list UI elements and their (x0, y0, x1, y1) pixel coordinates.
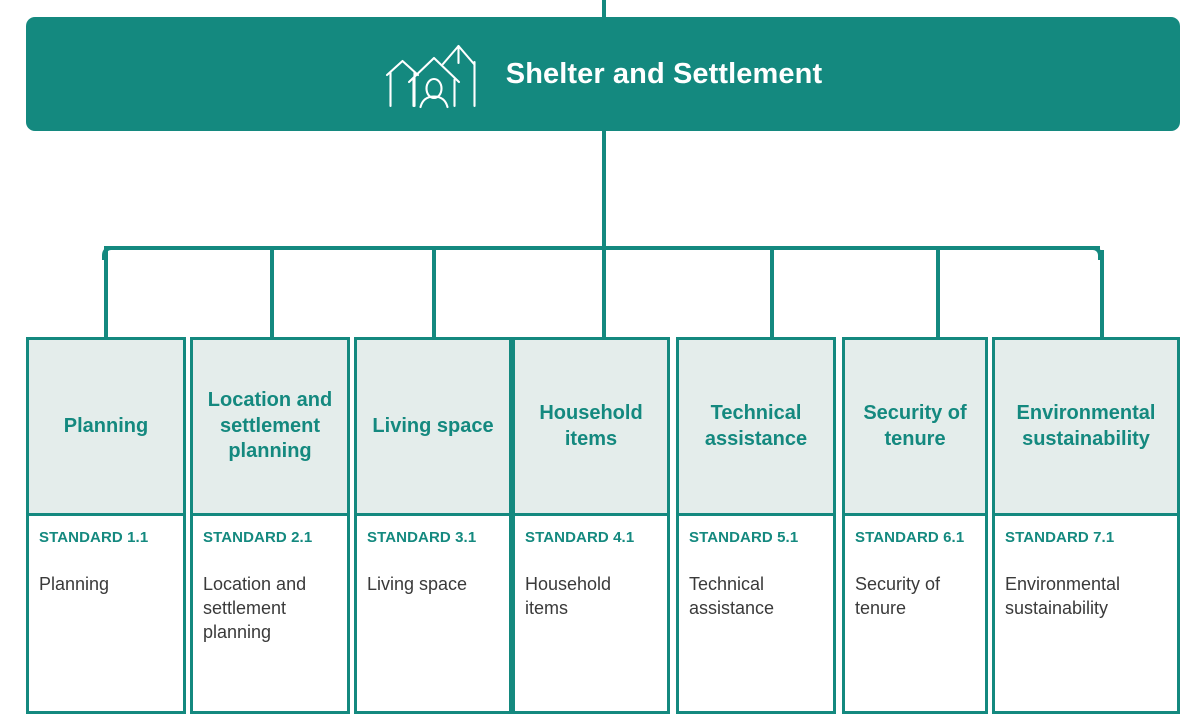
root-node-title: Shelter and Settlement (505, 57, 823, 90)
connector-trunk (602, 131, 606, 248)
card-security-of-tenure: Security of tenure STANDARD 6.1 Security… (842, 337, 988, 714)
card-standard-code: STANDARD 2.1 (203, 529, 313, 546)
connector-drop-6 (936, 250, 940, 337)
card-description: Planning (39, 573, 110, 594)
card-body: STANDARD 7.1 Environmental sustainabilit… (995, 516, 1177, 711)
card-location-and-settlement-planning: Location and settlement planning STANDAR… (190, 337, 350, 714)
card-living-space: Living space STANDARD 3.1 Living space (354, 337, 512, 714)
card-standard-code: STANDARD 1.1 (39, 529, 149, 546)
card-standard-code: STANDARD 6.1 (855, 529, 965, 546)
connector-drop-5 (770, 250, 774, 337)
card-body: STANDARD 2.1 Location and settlement pla… (193, 516, 347, 711)
houses-with-person-icon (385, 44, 476, 109)
card-description: Security of tenure (855, 573, 941, 618)
card-header: Planning (29, 340, 183, 516)
card-standard-code: STANDARD 4.1 (525, 529, 635, 546)
card-technical-assistance: Technical assistance STANDARD 5.1 Techni… (676, 337, 836, 714)
card-environmental-sustainability: Environmental sustainability STANDARD 7.… (992, 337, 1180, 714)
card-description: Living space (367, 573, 468, 594)
card-description: Technical assistance (689, 573, 775, 618)
card-header-label: Security of tenure (863, 401, 967, 450)
card-header-label: Household items (539, 401, 643, 450)
card-standard-code: STANDARD 7.1 (1005, 529, 1115, 546)
card-planning: Planning STANDARD 1.1 Planning (26, 337, 186, 714)
connector-drop-7 (1100, 250, 1104, 337)
card-header: Household items (515, 340, 667, 516)
card-household-items: Household items STANDARD 4.1 Household i… (512, 337, 670, 714)
connector-drop-3 (432, 250, 436, 337)
card-header: Technical assistance (679, 340, 833, 516)
root-node-content: Shelter and Settlement (384, 36, 822, 112)
card-header-label: Technical assistance (704, 401, 808, 450)
connector-drop-4 (602, 250, 606, 337)
connector-drop-2 (270, 250, 274, 337)
card-body: STANDARD 3.1 Living space (357, 516, 509, 711)
card-header-label: Location and settlement planning (207, 389, 333, 463)
card-header-label: Living space (372, 414, 494, 437)
card-standard-code: STANDARD 3.1 (367, 529, 477, 546)
card-header: Location and settlement planning (193, 340, 347, 516)
root-node-shelter-and-settlement: Shelter and Settlement (26, 17, 1180, 131)
card-header: Living space (357, 340, 509, 516)
card-header: Security of tenure (845, 340, 985, 516)
card-header-label: Environmental sustainability (1016, 401, 1156, 450)
card-body: STANDARD 5.1 Technical assistance (679, 516, 833, 711)
card-description: Household items (525, 573, 612, 618)
connector-horizontal-bus (104, 246, 1100, 250)
card-body: STANDARD 4.1 Household items (515, 516, 667, 711)
connector-drop-1 (104, 250, 108, 337)
card-body: STANDARD 1.1 Planning (29, 516, 183, 711)
card-standard-code: STANDARD 5.1 (689, 529, 799, 546)
card-description: Environmental sustainability (1005, 573, 1121, 618)
card-description: Location and settlement planning (203, 573, 307, 643)
card-header: Environmental sustainability (995, 340, 1177, 516)
card-body: STANDARD 6.1 Security of tenure (845, 516, 985, 711)
connector-stub-top (602, 0, 606, 19)
card-header-label: Planning (63, 414, 149, 437)
